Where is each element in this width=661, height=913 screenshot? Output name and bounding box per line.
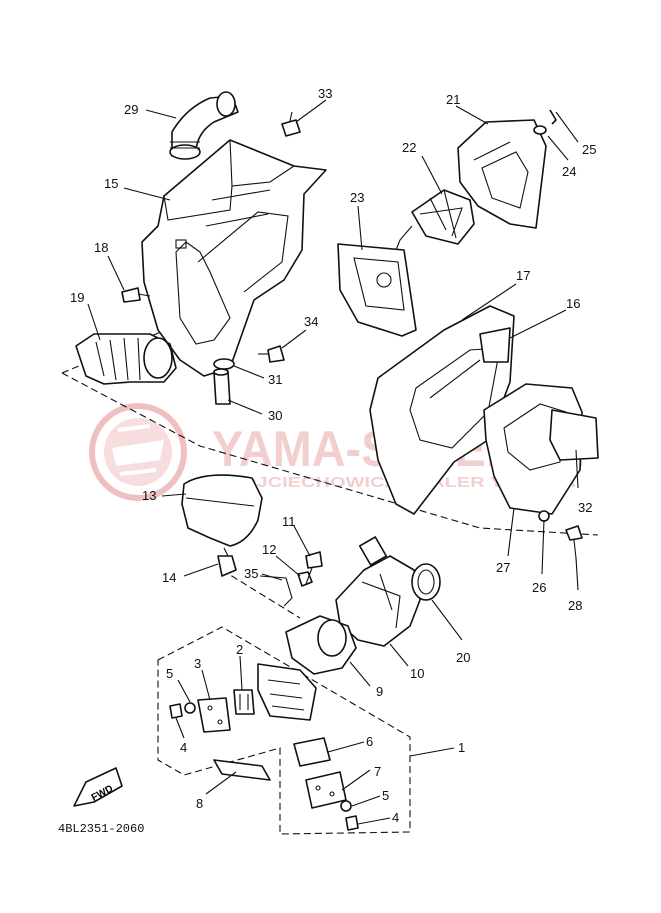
- callout-5a: 5: [166, 666, 173, 681]
- intake-duct-29: [169, 91, 239, 160]
- screw-4b: [345, 815, 359, 831]
- watermark-logo: [89, 403, 187, 501]
- manifold-9: [285, 615, 357, 675]
- callouts: 29 33 21 25 22 24 15 23 18 17 19 16 34 3…: [70, 86, 596, 825]
- washer-5a: [184, 702, 196, 714]
- reed-stopper-2b: [233, 689, 255, 715]
- document-code: 4BL2351-2060: [58, 822, 144, 836]
- callout-10: 10: [410, 666, 424, 681]
- callout-18: 18: [94, 240, 108, 255]
- callout-22: 22: [402, 140, 416, 155]
- washer-24: [533, 125, 547, 135]
- callout-3: 3: [194, 656, 201, 671]
- callout-2: 2: [236, 642, 243, 657]
- fwd-arrow-icon: FWD: [73, 767, 123, 807]
- clip-25: [549, 109, 557, 125]
- reed-stopper-7: [305, 771, 347, 809]
- reed-petal-3: [197, 697, 231, 733]
- callout-25: 25: [582, 142, 596, 157]
- callout-13: 13: [142, 488, 156, 503]
- callout-4b: 4: [392, 810, 399, 825]
- callout-19: 19: [70, 290, 84, 305]
- callout-30: 30: [268, 408, 282, 423]
- callout-34: 34: [304, 314, 318, 329]
- reed-petal-6: [293, 737, 331, 767]
- callout-9: 9: [376, 684, 383, 699]
- intake-boot-19: [75, 333, 177, 385]
- air-box-case-15: [141, 139, 327, 377]
- reed-valve-body-2: [257, 663, 317, 721]
- callout-20: 20: [456, 650, 470, 665]
- reed-valve-assembly-1: [197, 663, 347, 809]
- callout-17: 17: [516, 268, 530, 283]
- callout-11: 11: [282, 514, 296, 529]
- gasket-8: [213, 759, 271, 781]
- callout-12: 12: [262, 542, 276, 557]
- callout-29: 29: [124, 102, 138, 117]
- callout-4a: 4: [180, 740, 187, 755]
- filter-holder-23: [337, 243, 417, 337]
- hose-clamp-20: [411, 563, 441, 601]
- callout-31: 31: [268, 372, 282, 387]
- drain-hose-30: [213, 368, 231, 405]
- callout-1: 1: [458, 740, 465, 755]
- callout-5b: 5: [382, 788, 389, 803]
- filter-guide-22: [395, 189, 475, 251]
- callout-21: 21: [446, 92, 460, 107]
- filter-cover-21: [457, 119, 547, 229]
- screw-4a: [169, 703, 183, 719]
- clip-31: [213, 358, 235, 370]
- callout-7: 7: [374, 764, 381, 779]
- air-filter-17: [369, 305, 515, 515]
- clamp-14: [217, 547, 237, 577]
- callout-16: 16: [566, 296, 580, 311]
- callout-26: 26: [532, 580, 546, 595]
- bolt-33: [281, 111, 301, 137]
- seal-16: [479, 327, 511, 363]
- bolt-18: [121, 287, 151, 303]
- screw-12: [297, 571, 313, 587]
- air-box-cover-13: [181, 474, 263, 547]
- washer-5b: [340, 800, 352, 812]
- callout-35: 35: [244, 566, 258, 581]
- callout-8: 8: [196, 796, 203, 811]
- callout-15: 15: [104, 176, 118, 191]
- callout-23: 23: [350, 190, 364, 205]
- assembly-outlines: [61, 323, 599, 835]
- grommet-26: [538, 510, 550, 522]
- bolt-28: [565, 525, 583, 559]
- side-cover-plate-32: [549, 409, 599, 461]
- bolt-34: [258, 345, 285, 363]
- callout-33: 33: [318, 86, 332, 101]
- callout-27: 27: [496, 560, 510, 575]
- callout-14: 14: [162, 570, 176, 585]
- callout-6: 6: [366, 734, 373, 749]
- callout-32: 32: [578, 500, 592, 515]
- callout-28: 28: [568, 598, 582, 613]
- callout-24: 24: [562, 164, 576, 179]
- cable-35: [259, 575, 293, 607]
- leader-lines: [87, 99, 579, 825]
